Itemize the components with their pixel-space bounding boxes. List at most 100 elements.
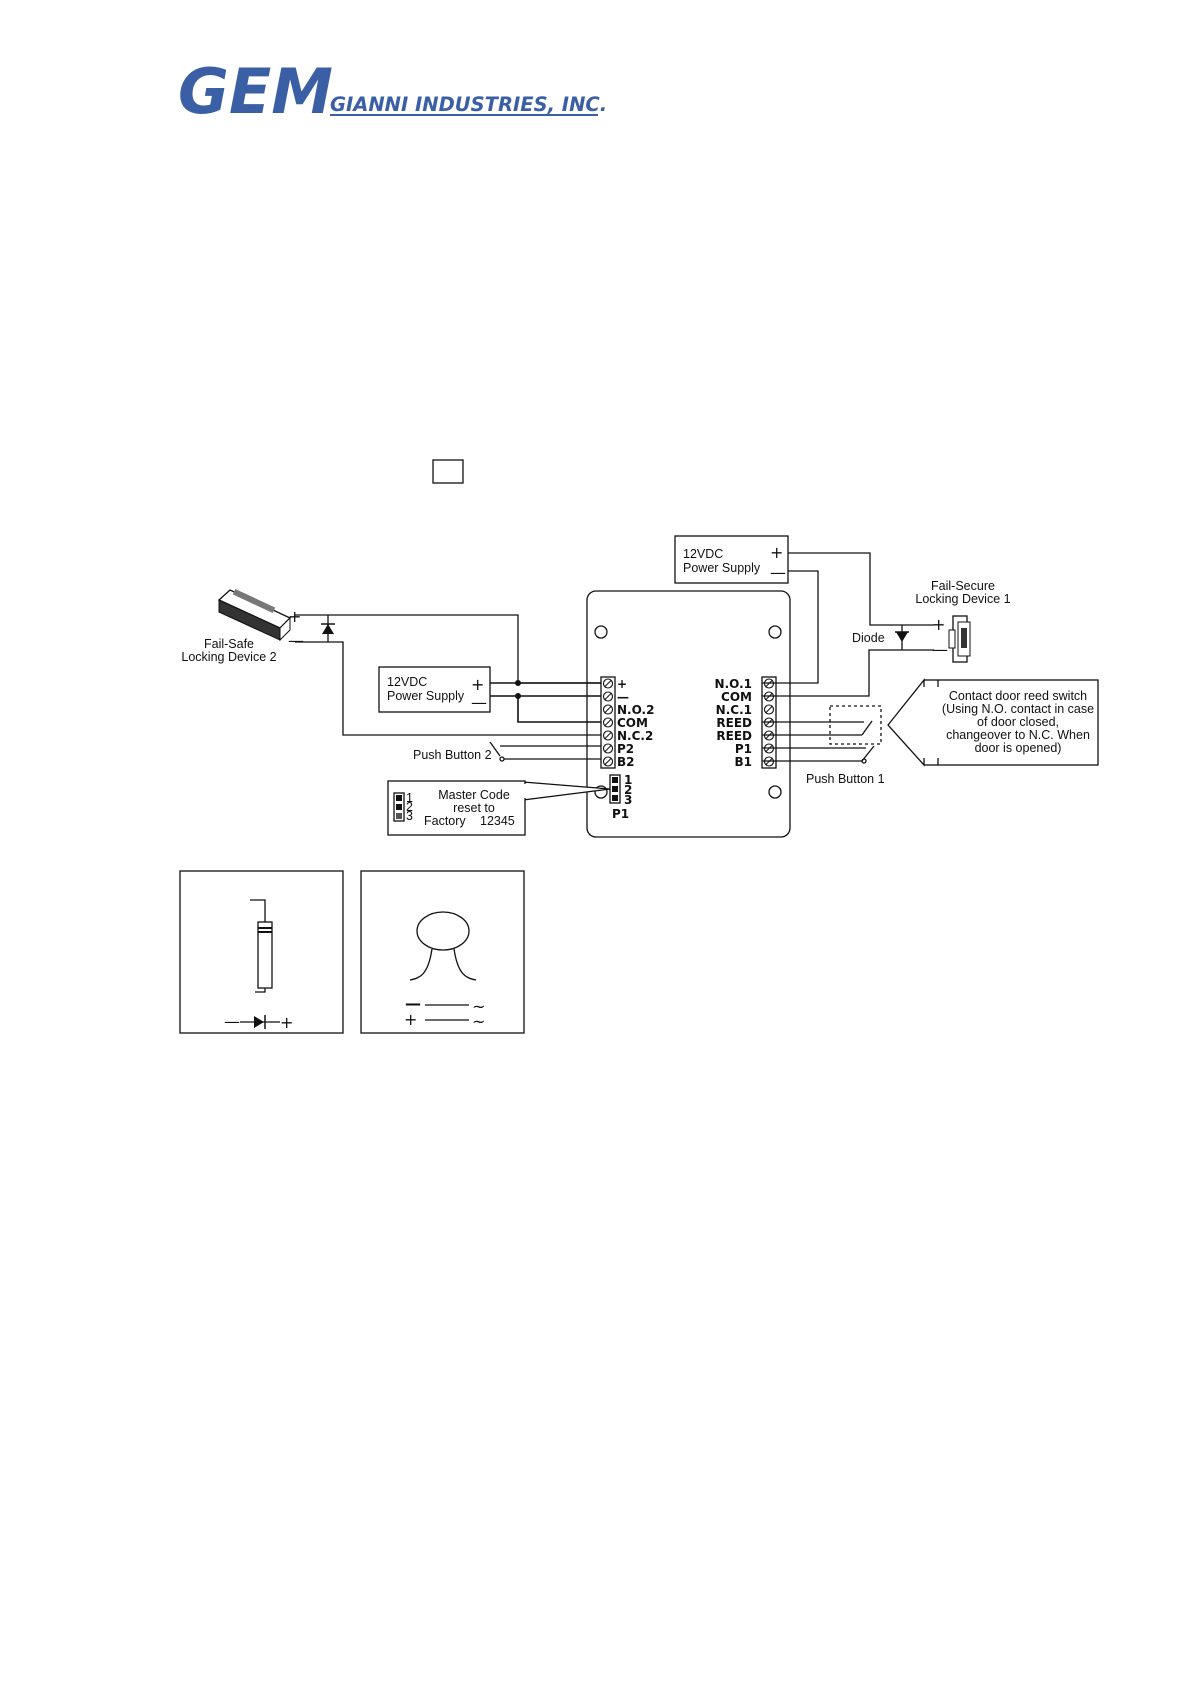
wiring [295, 552, 934, 764]
reed-switch-dashed-box [829, 705, 882, 745]
logo-brand: GEM [178, 55, 333, 128]
reed-note-line2: (Using N.O. contact in case [942, 702, 1094, 716]
power-supply-1-plus: + [770, 543, 783, 562]
terminal-label-b2: B2 [617, 755, 635, 769]
master-code-line3-a: Factory [424, 814, 466, 828]
mounting-hole [594, 625, 608, 639]
fail-secure-label-line2: Locking Device 1 [915, 592, 1010, 606]
legend-varistor-disc [416, 911, 470, 951]
terminal-screw-slot [604, 693, 612, 700]
terminal-screw-slot [765, 706, 773, 713]
diode-symbol-1 [895, 631, 909, 642]
terminal-label-no1: N.O.1 [715, 677, 752, 691]
fail-safe-label-line1: Fail-Safe [204, 637, 254, 651]
fail-safe-label-line2: Locking Device 2 [181, 650, 276, 664]
terminal-label-plus: + [617, 677, 627, 691]
jumper-pin [612, 777, 618, 783]
power-supply-2: 12VDC Power Supply + — [378, 666, 491, 713]
legend-diode-plus: + [280, 1013, 293, 1032]
logo-registered: ® [320, 70, 331, 83]
power-supply-1-line1: 12VDC [683, 547, 723, 561]
diode-label: Diode [852, 631, 885, 645]
strike-latch [948, 629, 956, 649]
left-terminal-block [600, 676, 616, 769]
master-code-line3-b: 12345 [480, 814, 515, 828]
diode-2-triangle [322, 624, 334, 634]
legend-varistor-plus: + [404, 1010, 417, 1029]
fail-secure-minus: — [932, 640, 948, 659]
push-button-1-label: Push Button 1 [806, 772, 885, 786]
reed-switch-contact [861, 720, 873, 736]
terminal-label-reed-1: REED [716, 716, 752, 730]
master-code-jumper-pin [396, 804, 402, 810]
empty-checkbox [432, 459, 464, 484]
terminal-label-reed-2: REED [716, 729, 752, 743]
master-code-line1: Master Code [438, 788, 510, 802]
terminal-screw-slot [604, 719, 612, 726]
master-code-jumper-pin [396, 795, 402, 801]
master-code-line2: reset to [453, 801, 495, 815]
company-logo: GEM ® GIANNI INDUSTRIES, INC. [178, 55, 607, 128]
terminal-label-com-left: COM [617, 716, 648, 730]
terminal-label-no2: N.O.2 [617, 703, 654, 717]
legend-varistor-tilde: ~ [472, 1012, 485, 1031]
logo-company-name: GIANNI INDUSTRIES, INC. [330, 93, 607, 116]
power-supply-2-line2: Power Supply [387, 689, 465, 703]
jumper-label: P1 [612, 807, 629, 821]
power-supply-1-line2: Power Supply [683, 561, 761, 575]
board-outline [586, 590, 791, 838]
junction-dot [515, 680, 521, 686]
wire-psu1-plus [788, 552, 934, 626]
jumper-pin [612, 786, 618, 792]
master-code-join [522, 784, 528, 798]
legend-varistor: — ~ + ~ [360, 870, 525, 1034]
callout-box [937, 679, 1099, 766]
wire-psu1-minus [762, 570, 819, 684]
reed-note-line4: changeover to N.C. When [946, 728, 1090, 742]
terminal-label-b1: B1 [735, 755, 753, 769]
callout-arrow [887, 678, 925, 767]
master-code-box [387, 780, 526, 836]
fail-safe-minus: — [288, 631, 304, 650]
strike-keeper [961, 628, 967, 648]
push-button-2-contact [489, 741, 501, 757]
legend-varistor-lead [409, 948, 433, 981]
terminal-label-minus: — [617, 690, 629, 704]
legend-diode-lead-top [250, 899, 266, 922]
reed-note-line3: of door closed, [977, 715, 1059, 729]
mounting-hole [594, 785, 608, 799]
power-supply-1: 12VDC Power Supply + — [674, 535, 789, 584]
push-button-2-label: Push Button 2 [413, 748, 492, 762]
terminal-label-nc1: N.C.1 [716, 703, 752, 717]
master-code-pin-label: 3 [406, 809, 413, 823]
power-supply-1-box [674, 535, 789, 584]
reed-note-line1: Contact door reed switch [949, 689, 1087, 703]
reed-note-line5: door is opened) [975, 741, 1062, 755]
jumper-pin-label: 2 [624, 783, 632, 797]
reed-switch-callout: Contact door reed switch (Using N.O. con… [887, 678, 1099, 767]
power-supply-2-line1: 12VDC [387, 675, 427, 689]
junction-dot [515, 693, 521, 699]
terminal-label-p2: P2 [617, 742, 634, 756]
master-code-pin-label: 2 [406, 800, 413, 814]
legend-varistor-tilde: ~ [472, 997, 485, 1016]
diode-symbol-2 [321, 623, 335, 634]
controller-board: + — N.O.2 COM N.C.2 P2 B2 N.O.1 COM N.C.… [586, 590, 791, 838]
power-supply-2-box [378, 666, 491, 713]
diode-1-triangle [896, 632, 908, 642]
legend-varistor-box [360, 870, 525, 1034]
wire-failsafe-minus [295, 641, 601, 736]
power-supply-2-plus: + [471, 675, 484, 694]
master-code-jumper-pin [396, 813, 402, 819]
fail-secure-label-line1: Fail-Secure [931, 579, 995, 593]
mounting-hole [768, 785, 782, 799]
jumper-pin [612, 795, 618, 801]
callout-join [923, 687, 940, 758]
fail-safe-plus: + [288, 607, 301, 626]
terminal-screw-slot [604, 758, 612, 765]
mounting-hole [768, 625, 782, 639]
terminal-screw-slot [604, 732, 612, 739]
terminal-screw-slot [604, 745, 612, 752]
